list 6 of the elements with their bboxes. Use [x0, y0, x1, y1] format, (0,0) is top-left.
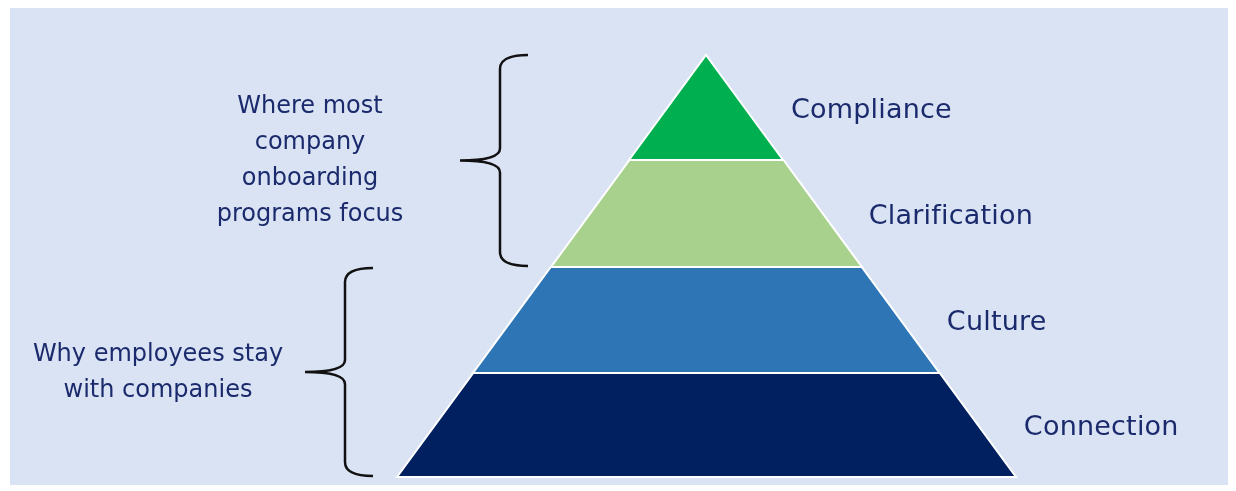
bracket-note: Why employees stay with companies — [31, 338, 285, 405]
tier-label: Connection — [1023, 409, 1179, 441]
tier-label: Culture — [946, 304, 1047, 336]
bracket-note: Where most company onboarding programs focus — [215, 90, 405, 229]
tier-label: Clarification — [868, 198, 1033, 229]
tier-label: Compliance — [791, 92, 952, 123]
